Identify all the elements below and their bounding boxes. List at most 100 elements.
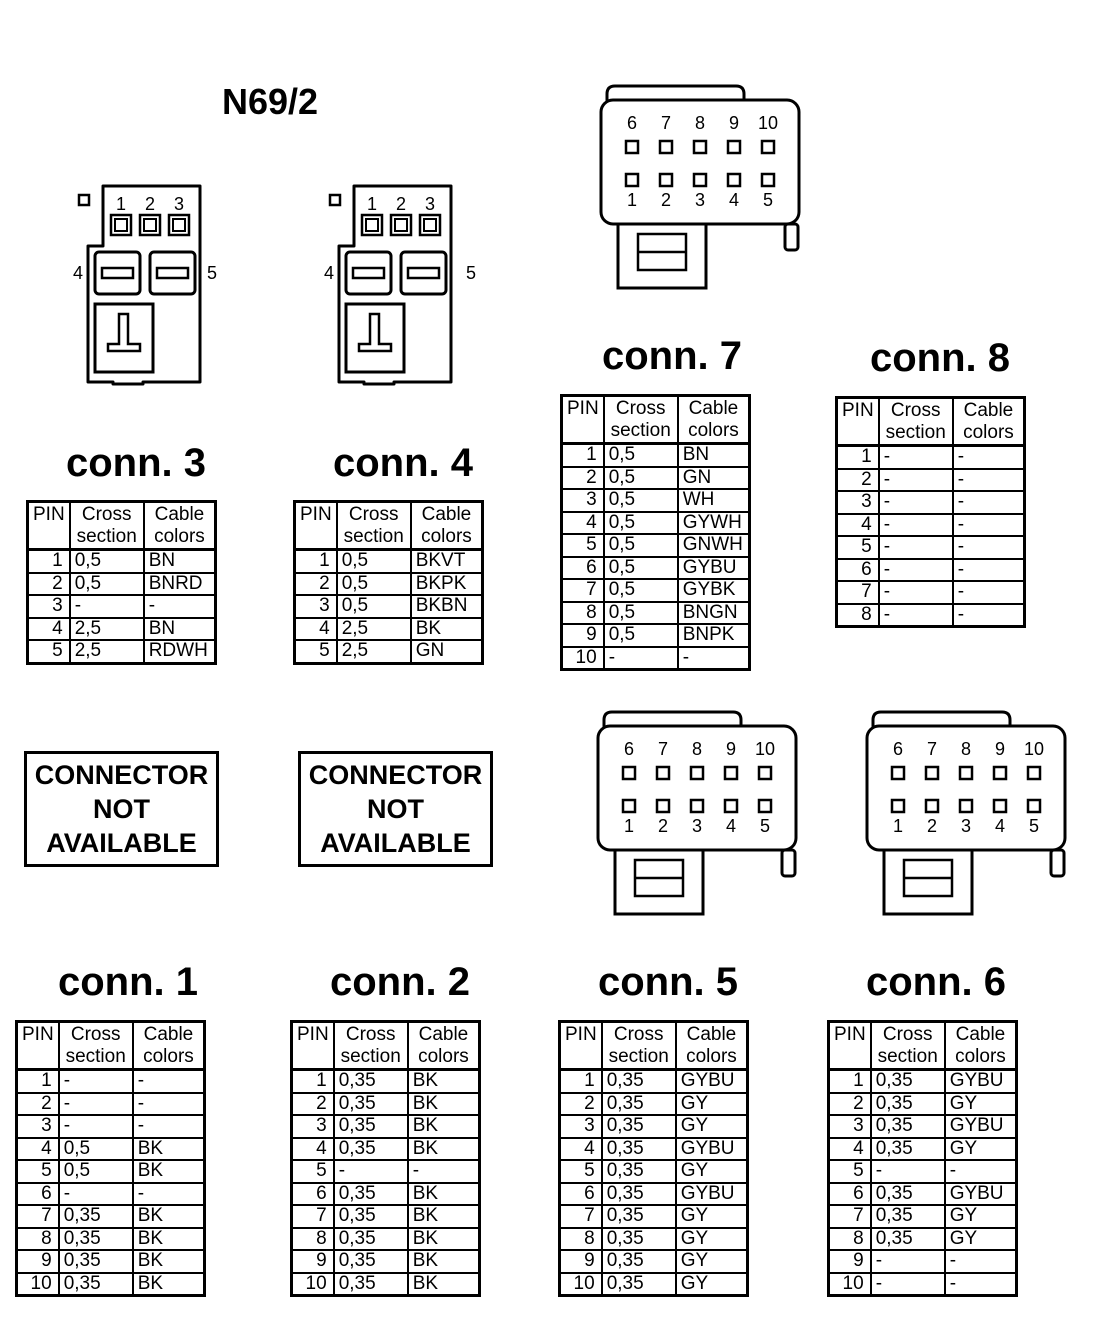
table-row: 4-- xyxy=(835,512,1026,537)
cable-color: GYBU xyxy=(674,1136,749,1161)
table-row: 3-- xyxy=(15,1114,206,1139)
cable-color: BK xyxy=(406,1271,481,1297)
pin-number: 10 xyxy=(560,645,605,671)
pin-number: 1 xyxy=(827,1068,872,1094)
pin-label: 3 xyxy=(695,190,705,210)
pin-number: 4 xyxy=(560,510,605,535)
cross-section: 0,5 xyxy=(68,548,145,574)
pin-label: 3 xyxy=(425,194,435,214)
pin-number: 4 xyxy=(26,616,71,641)
not-available-line: CONNECTOR xyxy=(308,760,483,790)
header-line: Cable xyxy=(418,1024,469,1045)
table-row: 10-- xyxy=(560,645,751,671)
conn2-title: conn. 2 xyxy=(330,960,471,1004)
header-line: Cable xyxy=(154,504,205,525)
pin-label: 2 xyxy=(658,816,668,836)
pin-number: 4 xyxy=(558,1136,603,1161)
cross-section: 0,35 xyxy=(600,1204,677,1229)
table-row: 1-- xyxy=(15,1068,206,1094)
table-row: 9-- xyxy=(827,1249,1018,1274)
cross-section: 0,35 xyxy=(57,1249,134,1274)
pin-number: 9 xyxy=(15,1249,60,1274)
cross-section: 2,5 xyxy=(335,616,412,641)
cross-section: - xyxy=(602,645,679,671)
pin-label: 4 xyxy=(726,816,736,836)
cable-color: GYBU xyxy=(943,1181,1018,1206)
cable-color: GN xyxy=(409,639,484,664)
connector-drawing-conn3: 1 2 3 4 5 xyxy=(73,184,217,386)
cross-section: - xyxy=(869,1271,946,1297)
cross-section: 0,35 xyxy=(600,1226,677,1251)
cross-section: - xyxy=(877,602,954,628)
pin-number: 7 xyxy=(560,578,605,603)
pin-number: 1 xyxy=(560,442,605,468)
pin-number: 3 xyxy=(26,594,71,619)
pin-label: 9 xyxy=(995,739,1005,759)
table-row: 2-- xyxy=(15,1091,206,1116)
table-row: 8-- xyxy=(835,602,1026,628)
cross-section: 0,35 xyxy=(332,1068,409,1094)
cable-color: GY xyxy=(943,1091,1018,1116)
cable-color: - xyxy=(406,1159,481,1184)
header-line: section xyxy=(340,1046,401,1067)
pin-number: 7 xyxy=(290,1204,335,1229)
cable-color: GYBU xyxy=(674,1068,749,1094)
pin-number: 8 xyxy=(15,1226,60,1251)
pin-number: 7 xyxy=(15,1204,60,1229)
table-row: 3-- xyxy=(835,490,1026,515)
pin-number: 10 xyxy=(290,1271,335,1297)
header-line: section xyxy=(885,422,946,443)
conn6-title: conn. 6 xyxy=(866,960,1007,1004)
pin-label: 1 xyxy=(624,816,634,836)
pin-label: 7 xyxy=(658,739,668,759)
cable-color: GY xyxy=(943,1204,1018,1229)
cross-section: 0,35 xyxy=(332,1249,409,1274)
cable-color: - xyxy=(951,444,1026,470)
cable-color: BK xyxy=(406,1204,481,1229)
pin-label: 9 xyxy=(726,739,736,759)
pin-number: 8 xyxy=(560,600,605,625)
cable-color: GY xyxy=(674,1249,749,1274)
pin-number: 5 xyxy=(290,1159,335,1184)
cable-color: BK xyxy=(406,1068,481,1094)
pin-label: 8 xyxy=(961,739,971,759)
pin-number: 8 xyxy=(290,1226,335,1251)
pin-number: 3 xyxy=(293,594,338,619)
cross-section: - xyxy=(877,557,954,582)
pin-header: PIN xyxy=(26,500,71,551)
not-available-line: CONNECTOR xyxy=(34,760,209,790)
header-line: Cross xyxy=(890,400,941,421)
header-line: Cross xyxy=(81,504,132,525)
header-line: Cable xyxy=(688,398,739,419)
cable-color: GYBU xyxy=(943,1068,1018,1094)
cross-section: 0,35 xyxy=(869,1136,946,1161)
cable-color: - xyxy=(131,1091,206,1116)
pin-number: 6 xyxy=(560,555,605,580)
cross-section: 0,35 xyxy=(57,1271,134,1297)
header-line: Cable xyxy=(686,1024,737,1045)
